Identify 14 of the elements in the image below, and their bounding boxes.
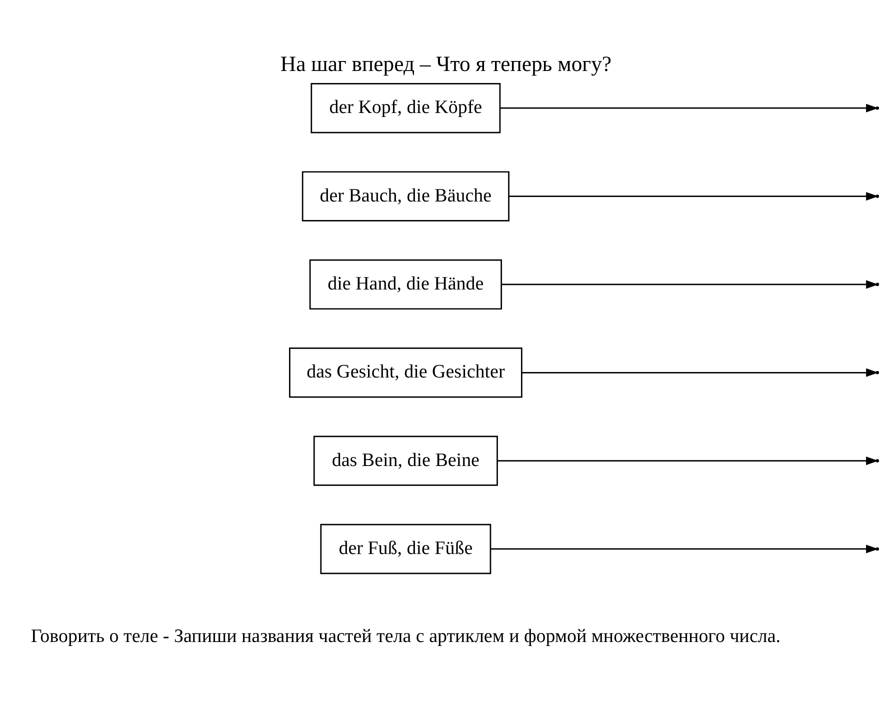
- node-box: die Hand, die Hände: [309, 259, 502, 310]
- node-box: das Gesicht, die Gesichter: [289, 348, 522, 398]
- arrow: [522, 368, 878, 377]
- label: Говорить о теле - Запиши названия частей тела с артиклем и формой множественного числа.: [30, 626, 781, 648]
- arrow: [490, 544, 878, 554]
- arrow: [501, 280, 878, 289]
- node-box: der Bauch, die Bäuche: [302, 171, 510, 222]
- diagram-title: На шаг вперед – Что я теперь могу?: [280, 52, 612, 76]
- node-box: der Fuß, die Füße: [320, 524, 492, 574]
- arrow: [500, 104, 878, 112]
- node-box: das Bein, die Beine: [313, 436, 498, 486]
- arrow: [508, 192, 878, 201]
- arrow: [498, 456, 878, 466]
- node-box: der Kopf, die Köpfe: [310, 83, 501, 134]
